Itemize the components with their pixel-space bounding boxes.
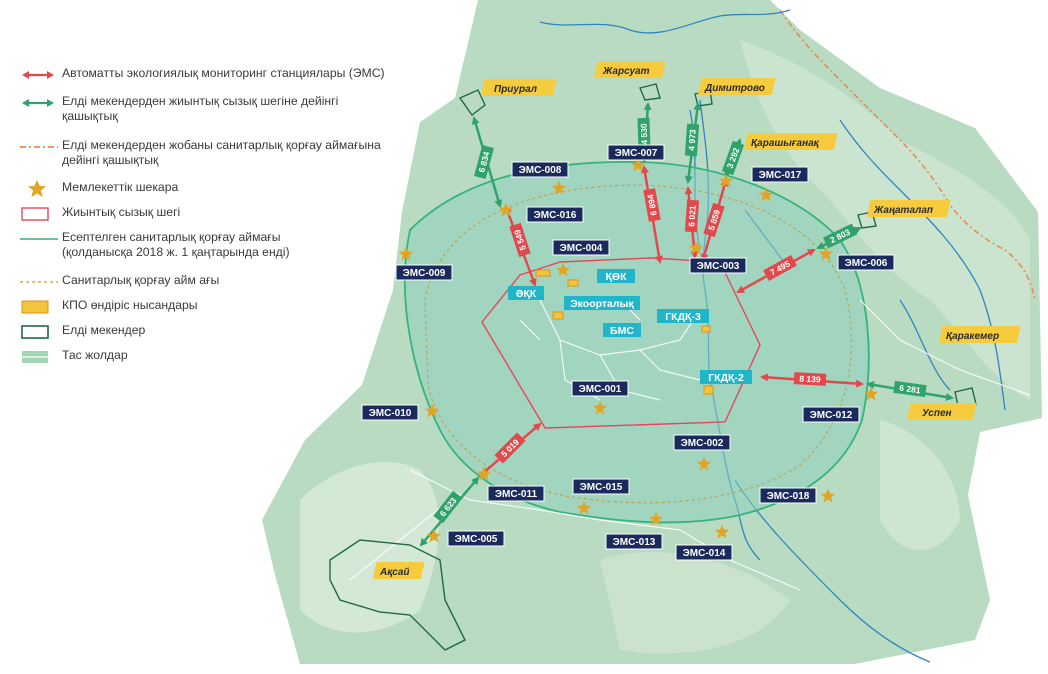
legend-item-calculated-sanitary-zone: Есептелген санитарлық қорғау аймағы (қол… xyxy=(18,230,438,259)
distance-label: 8 139 xyxy=(799,373,821,384)
green-line-icon xyxy=(18,230,62,248)
distance-label: 6 281 xyxy=(899,383,922,396)
ems-label: ЭМС-015 xyxy=(580,482,623,493)
light-field xyxy=(880,420,960,550)
town-label: Ақсай xyxy=(379,567,410,578)
legend-label: Есептелген санитарлық қорғау аймағы (қол… xyxy=(62,230,290,259)
ems-labels: ЭМС-007 ЭМС-008 ЭМС-016 ЭМС-004 ЭМС-017 … xyxy=(361,144,895,561)
town-label: Димитрово xyxy=(704,83,765,94)
ems-label: ЭМС-006 xyxy=(845,258,888,269)
legend-label: Санитарлық қорғау айм ағы xyxy=(62,273,220,287)
ems-label: ЭМС-011 xyxy=(495,489,538,500)
ems-label: ЭМС-004 xyxy=(560,243,603,254)
sanitary-zone-calculated xyxy=(403,160,870,524)
orange-dashed-line-icon xyxy=(18,138,62,156)
ems-label: ЭМС-001 xyxy=(579,384,622,395)
town-label: Успен xyxy=(922,408,952,419)
legend-label: Мемлекеттік шекара xyxy=(62,180,179,194)
legend-item-roads: Тас жолдар xyxy=(18,348,438,366)
aksai-outline xyxy=(329,539,466,651)
road-band-icon xyxy=(18,348,62,366)
ems-label: ЭМС-014 xyxy=(683,548,726,559)
ems-label: ЭМС-013 xyxy=(613,537,656,548)
summary-boundary xyxy=(481,257,761,429)
legend-item-sanitary-zone: Санитарлық қорғау айм ағы xyxy=(18,273,438,291)
ems-label: ЭМС-008 xyxy=(519,165,562,176)
legend-label: Елді мекендер xyxy=(62,323,146,337)
legend-item-kpo-facilities: КПО өндіріс нысандары xyxy=(18,298,438,316)
yellow-rect-icon xyxy=(18,298,62,316)
distance-label: 6 894 xyxy=(645,193,659,216)
light-field xyxy=(300,461,439,633)
town-label: Қарашығанақ xyxy=(751,138,820,149)
red-outline-rect-icon xyxy=(18,205,62,223)
sanitary-zone xyxy=(424,184,852,504)
town-label: Приурал xyxy=(494,84,538,95)
legend-label: Тас жолдар xyxy=(62,348,128,362)
light-field xyxy=(740,40,1030,400)
state-border xyxy=(779,9,1036,301)
legend-label: Елді мекендерден жобаны санитарлық қорға… xyxy=(62,138,381,167)
ems-label: ЭМС-016 xyxy=(534,210,577,221)
legend-label: КПО өндіріс нысандары xyxy=(62,298,198,312)
distance-label: 4 973 xyxy=(686,129,697,151)
legend-item-state-border: Мемлекеттік шекара xyxy=(18,180,438,198)
town-label: Қаракемер xyxy=(946,331,999,342)
distance-label: 4 530 xyxy=(639,123,650,145)
distance-label: 6 021 xyxy=(686,205,697,227)
red-double-arrow-icon xyxy=(18,66,62,84)
legend-item-summary-line: Жиынтық сызық шегі xyxy=(18,205,438,223)
distance-labels: 6 834 4 530 4 973 3 292 5 549 6 894 6 02… xyxy=(433,117,927,524)
green-outline-rect-icon xyxy=(18,323,62,341)
facility-label: ҚӨК xyxy=(606,271,628,283)
facility-label: ӘҚК xyxy=(516,288,537,300)
green-double-arrow-icon xyxy=(18,94,62,112)
ems-label: ЭМС-003 xyxy=(697,261,740,272)
star-icon xyxy=(18,180,62,198)
ems-label: ЭМС-017 xyxy=(759,170,802,181)
legend-label: Жиынтық сызық шегі xyxy=(62,205,181,219)
town-label: Жарсуат xyxy=(602,66,650,77)
legend-item-settlements: Елді мекендер xyxy=(18,323,438,341)
dotted-line-icon xyxy=(18,273,62,291)
ems-label: ЭМС-010 xyxy=(369,408,412,419)
legend-item-ems: Автоматты экологиялық мониторинг станция… xyxy=(18,66,438,84)
zharsuat-outline xyxy=(639,83,661,101)
ems-label: ЭМС-002 xyxy=(681,438,724,449)
facility-label: ГКДҚ-2 xyxy=(708,372,744,384)
light-field xyxy=(600,552,790,654)
kpo-facilities xyxy=(535,269,714,395)
legend-item-project-distance: Елді мекендерден жобаны санитарлық қорға… xyxy=(18,138,438,167)
town-label: Жаңаталап xyxy=(873,205,933,216)
ems-label: ЭМС-012 xyxy=(810,410,853,421)
settlements xyxy=(329,83,977,651)
ems-label: ЭМС-007 xyxy=(615,148,658,159)
facility-label: Экоорталық xyxy=(570,298,634,310)
legend-item-settlement-distance: Елді мекендерден жиынтық сызық шегіне де… xyxy=(18,94,438,123)
facility-label: ГКДҚ-3 xyxy=(665,311,701,323)
ems-label: ЭМС-005 xyxy=(455,534,498,545)
legend-label: Автоматты экологиялық мониторинг станция… xyxy=(62,66,385,80)
ems-label: ЭМС-009 xyxy=(403,268,446,279)
ems-label: ЭМС-018 xyxy=(767,491,810,502)
facility-label: БМС xyxy=(610,325,634,337)
legend-label: Елді мекендерден жиынтық сызық шегіне де… xyxy=(62,94,339,123)
facility-labels: ӘҚК ҚӨК Экоорталық БМС ГКДҚ-3 ГКДҚ-2 xyxy=(508,269,752,384)
priural-outline xyxy=(458,89,486,116)
town-labels: Приурал Жарсуат Димитрово Қарашығанақ Жа… xyxy=(372,61,1021,579)
zhanatalap-outline xyxy=(857,211,877,229)
